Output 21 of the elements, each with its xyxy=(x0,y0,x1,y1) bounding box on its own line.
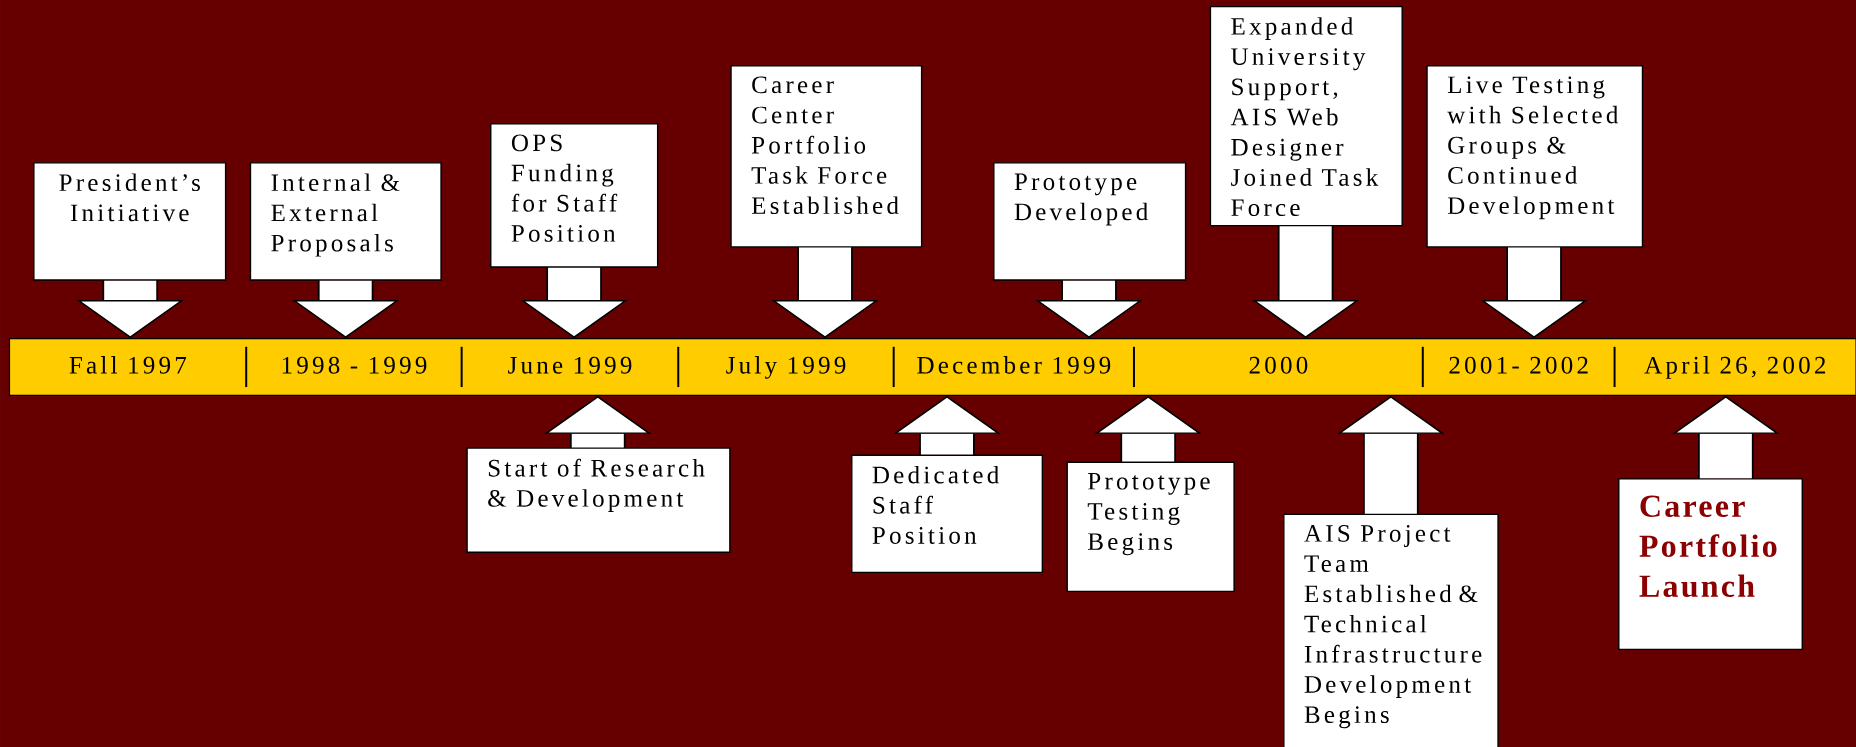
callout-box: Prototype Developed xyxy=(993,162,1187,281)
date-label: 2000 xyxy=(1249,356,1308,374)
callout-box: OPS Funding for Staff Position xyxy=(490,123,659,268)
date-label: 2001- 2002 xyxy=(1449,356,1588,374)
callout-box: AIS Project Team Established & Technical Infrastructure Development Begins xyxy=(1283,513,1499,747)
callout-box: Expanded University Support, AIS Web Designer Joined Task Force xyxy=(1209,5,1403,227)
date-label: December 1999 xyxy=(917,356,1111,374)
callout-box: Career Portfolio Launch xyxy=(1618,478,1803,651)
callout-box: Career Center Portfolio Task Force Established xyxy=(730,65,923,248)
callout-box: Dedicated Staff Position xyxy=(851,454,1044,574)
callout-box: Internal & External Proposals xyxy=(249,162,442,281)
callout-box: Live Testing with Selected Groups & Continued Development xyxy=(1426,65,1644,248)
timeline-bar xyxy=(8,337,1856,396)
callout-box: Start of Research & Development xyxy=(466,447,731,554)
date-label: July 1999 xyxy=(726,356,846,379)
callout-box: President’s Initiative xyxy=(33,162,227,281)
date-label: June 1999 xyxy=(508,356,632,374)
date-label: 1998 - 1999 xyxy=(282,356,427,374)
date-label: April 26, 2002 xyxy=(1644,356,1826,379)
date-label: Fall 1997 xyxy=(69,356,187,374)
callout-box: Prototype Testing Begins xyxy=(1066,461,1235,593)
